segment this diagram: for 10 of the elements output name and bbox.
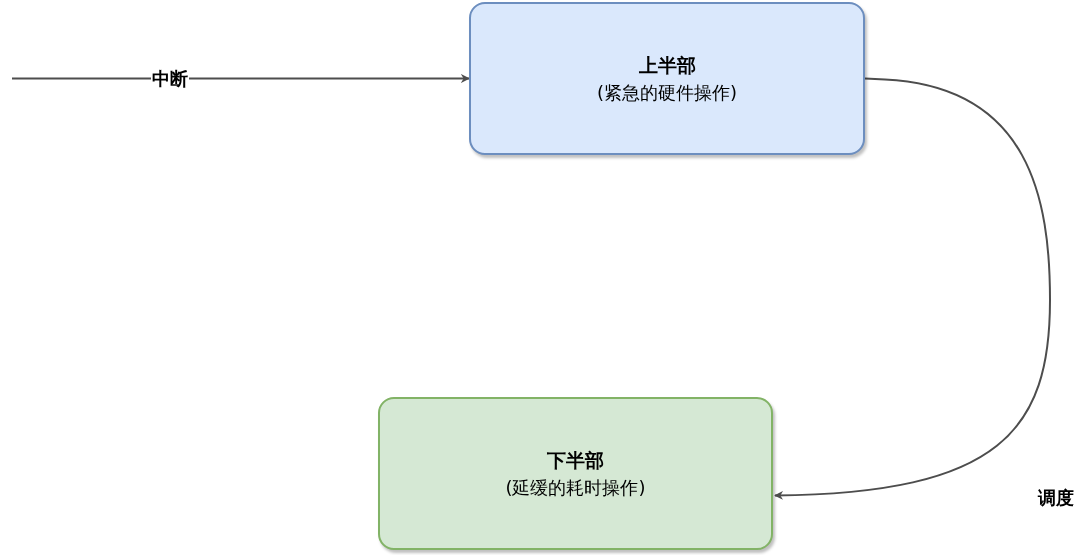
- box-title: 上半部: [638, 52, 696, 78]
- process-box: [378, 397, 773, 550]
- arrow: [774, 77, 1051, 500]
- arrow: [11, 74, 470, 83]
- edge-label: 中断: [151, 67, 189, 90]
- edge-label: 调度: [1037, 486, 1075, 509]
- process-box: [469, 2, 865, 155]
- box-subtitle: (紧急的硬件操作): [596, 80, 737, 105]
- box-subtitle: (延缓的耗时操作): [505, 475, 646, 500]
- box-title: 下半部: [547, 447, 604, 473]
